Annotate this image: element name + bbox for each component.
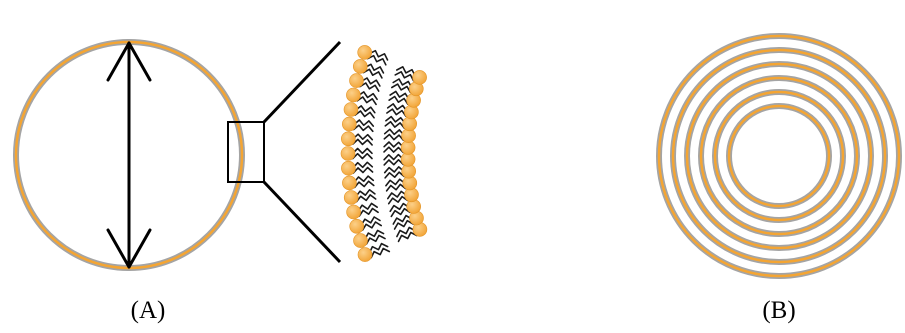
diameter-arrow (108, 43, 150, 267)
lipid-head-outer-14 (353, 59, 367, 73)
lipid-head-outer-11 (344, 103, 358, 117)
lamella-1-orange (659, 36, 899, 276)
lipid-head-outer-10 (342, 117, 356, 131)
lipid-head-inner-14 (413, 70, 427, 84)
zoom-line-bottom (264, 182, 340, 262)
lipid-head-outer-7 (341, 161, 355, 175)
lipid-head-outer-5 (344, 191, 358, 205)
lipid-head-outer-9 (341, 132, 355, 146)
lipid-head-outer-13 (350, 74, 364, 88)
lipid-head-outer-6 (342, 176, 356, 190)
panel-a: (A) (16, 42, 427, 324)
lipid-head-outer-8 (341, 147, 355, 161)
lamella-4-orange (701, 78, 857, 234)
multilamellar-vesicle (659, 36, 899, 276)
panel-label-b: (B) (762, 297, 795, 324)
lipid-head-outer-3 (350, 219, 364, 233)
lipid-head-outer-12 (346, 88, 360, 102)
lamella-6-orange (729, 106, 829, 206)
panel-label-a: (A) (131, 297, 166, 324)
lamella-5-orange (715, 92, 843, 220)
lipid-head-outer-1 (358, 248, 372, 262)
lipid-head-outer-15 (358, 45, 372, 59)
lipid-head-outer-2 (354, 234, 368, 248)
panel-b: (B) (659, 36, 899, 324)
zoom-line-top (264, 42, 340, 122)
zoom-box (228, 122, 264, 182)
lipid-bilayer (341, 45, 427, 261)
lamella-2-orange (673, 50, 885, 262)
lipid-head-outer-4 (347, 205, 361, 219)
